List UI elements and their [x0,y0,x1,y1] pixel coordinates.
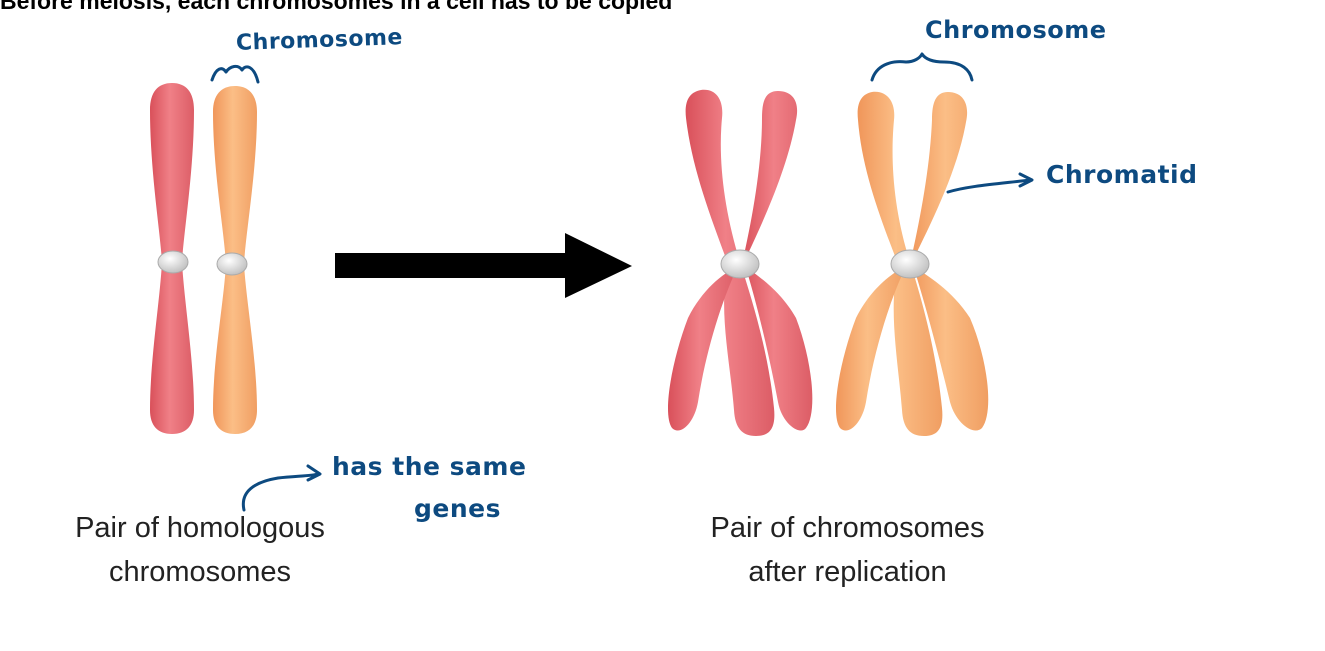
annotation-same-genes-line2: genes [414,494,501,523]
caption-line: Pair of chromosomes [710,512,985,544]
centromere [216,252,248,276]
centromere [890,249,930,279]
red-replicated-chromosome [667,89,813,436]
homologous-pair [150,83,257,434]
chromatid-pointer-arrow [946,172,1034,194]
centromere [720,249,760,279]
replication-arrow [335,233,632,298]
brace-right [870,52,974,82]
red-chromatid [742,91,813,431]
caption-line: chromosomes [108,556,292,588]
same-genes-pointer-arrow [241,464,322,512]
caption-line: Pair of homologous [75,512,325,544]
replicated-pair [667,89,989,436]
orange-chromatid [835,266,906,431]
diagram-title: Before meiosis, each chromosomes in a ce… [0,0,673,14]
red-chromatid [667,266,738,431]
annotation-chromatid: Chromatid [1046,160,1198,189]
annotation-chromosome-right: Chromosome [925,16,1107,44]
annotation-same-genes-line1: has the same [332,452,527,481]
brace-left [210,64,260,84]
caption-line: after replication [748,556,947,588]
orange-replicated-chromosome [835,91,989,436]
caption-replicated-pair: Pair of chromosomes after replication [670,506,1025,594]
caption-homologous-pair: Pair of homologous chromosomes [30,506,370,594]
orange-chromatid [910,92,989,431]
centromere [157,250,189,274]
